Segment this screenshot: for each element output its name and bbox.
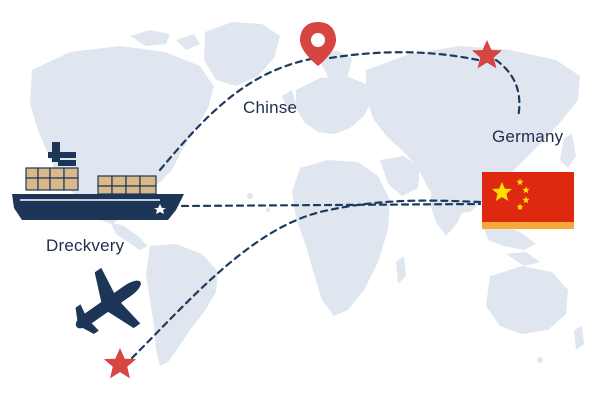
asia-shape [366,46,580,214]
delivery-label: Dreckvery [46,236,125,255]
ship-hull [12,194,184,220]
location-label-north: Chinse [243,98,298,117]
africa-shape [292,160,390,316]
arctic-islands-shape [130,30,170,46]
ship-bridge [48,152,76,158]
flag-small-star [522,196,530,204]
map-pin-icon [300,22,336,66]
southeast-asia-shape [484,224,536,250]
europe-shape [296,76,372,134]
location-label-east: Germany [492,127,564,146]
arabia-shape [380,156,420,196]
central-america-shape [110,222,148,250]
route-ship-to-north [158,56,318,172]
south-america-shape [146,244,218,366]
island-speck [247,193,253,199]
cargo-ship-icon [12,142,184,220]
new-zealand-shape [574,326,584,350]
china-flag-icon [482,172,574,229]
shipping-routes [130,51,521,360]
flag-small-star [516,178,524,186]
madagascar-shape [396,256,406,284]
flag-stripe [482,222,574,229]
container-stack-left [25,167,79,191]
flag-field [482,172,574,222]
island-speck [537,357,543,363]
star-icon [104,348,136,379]
airplane-icon [75,267,141,335]
uk-shape [282,90,296,112]
container-stack-right [97,175,157,195]
flag-small-star [516,203,524,211]
star-icon [472,40,502,69]
indonesia-shape [506,252,540,266]
flag-small-star [522,186,530,194]
continents [30,22,584,366]
route-star-to-east [494,58,521,120]
greenland-shape [204,22,280,86]
route-north-to-star [328,51,480,62]
ship-star-emblem [154,204,166,214]
japan-shape [560,134,576,168]
arctic-islands-shape-2 [176,34,200,50]
island-speck [266,208,270,212]
route-ship-to-flag [180,202,482,208]
india-shape [430,184,466,236]
australia-shape [486,266,568,334]
route-south-star-to-flag [130,199,482,360]
flag-big-star [492,182,512,201]
